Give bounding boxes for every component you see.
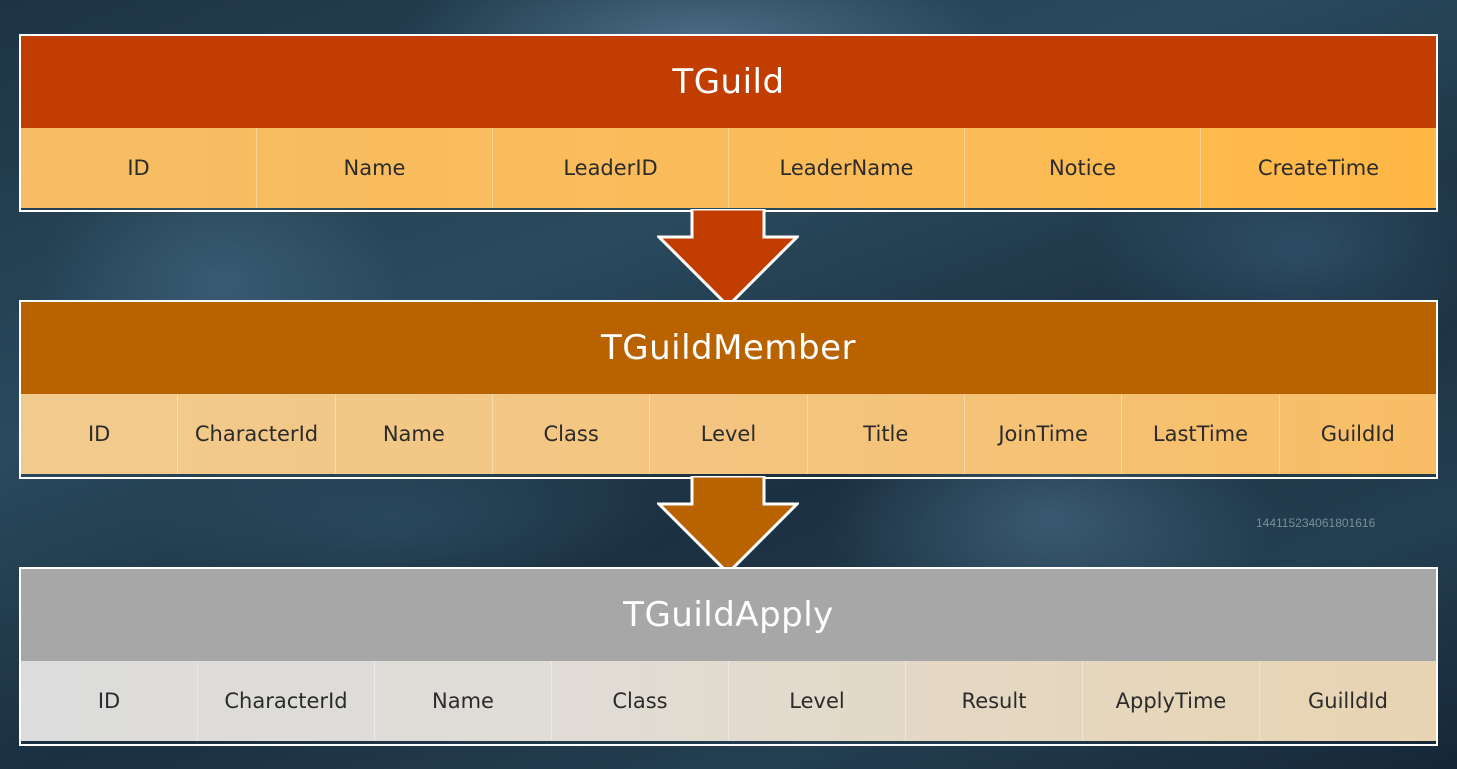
field-cell: Result (906, 661, 1083, 741)
field-cell: CharacterId (198, 661, 375, 741)
table-title: TGuildApply (21, 569, 1436, 661)
field-cell: LeaderName (729, 128, 965, 208)
field-cell: Title (808, 394, 965, 474)
field-cell: LeaderID (493, 128, 729, 208)
field-cell: Name (336, 394, 493, 474)
field-cell: JoinTime (965, 394, 1123, 474)
field-cell: GuildId (1320, 422, 1395, 446)
field-cell: ID (21, 394, 179, 474)
arrow-down-icon (657, 476, 799, 576)
field-cell: LastTime (1122, 394, 1280, 474)
field-row: ID CharacterId Name Class Level Result A… (21, 661, 1436, 741)
field-cell: Class (493, 394, 651, 474)
field-cell: Name (257, 128, 493, 208)
field-cell: Class (552, 661, 729, 741)
table-tguildapply: TGuildApply ID CharacterId Name Class Le… (19, 567, 1438, 746)
field-cell: Level (650, 394, 808, 474)
field-cell: ID (21, 661, 198, 741)
field-cell: Level (729, 661, 906, 741)
field-cell: CharacterId (178, 394, 336, 474)
watermark-id: 144115234061801616 (1256, 516, 1376, 530)
table-tguildmember: TGuildMember ID CharacterId Name Class L… (19, 300, 1438, 479)
field-cell: CreateTime (1257, 156, 1380, 180)
table-title: TGuild (21, 36, 1436, 128)
table-title: TGuildMember (21, 302, 1436, 394)
table-tguild: TGuild ID Name LeaderID LeaderName Notic… (19, 34, 1438, 212)
field-row: ID Name LeaderID LeaderName Notice Creat… (21, 128, 1436, 208)
field-cell: Notice (965, 128, 1201, 208)
field-cell: ID (21, 128, 257, 208)
field-cell: ApplyTime (1083, 661, 1260, 741)
arrow-down-icon (657, 209, 799, 309)
field-row: ID CharacterId Name Class Level Title Jo… (21, 394, 1436, 474)
field-cell: GuilldId (1308, 689, 1388, 713)
field-cell: Name (375, 661, 552, 741)
